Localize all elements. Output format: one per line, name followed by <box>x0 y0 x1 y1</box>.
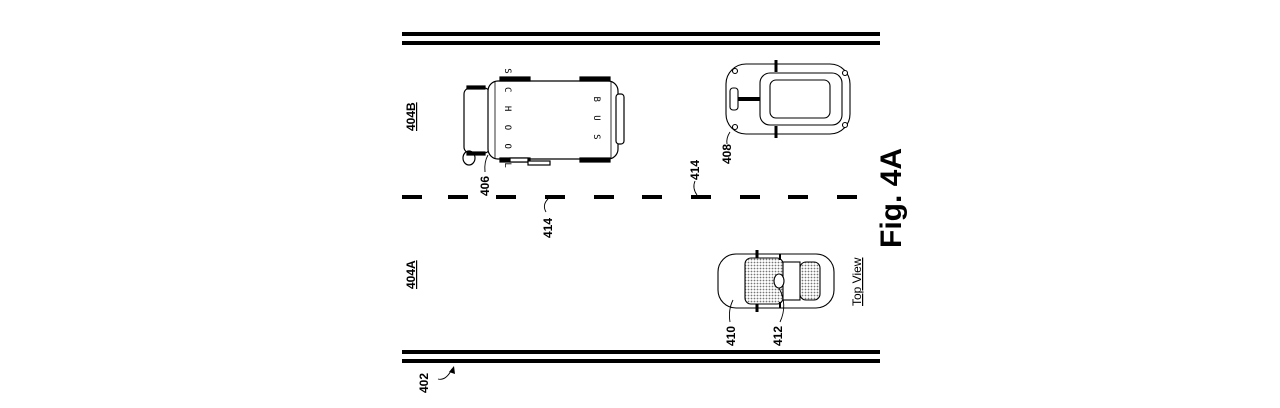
label-408: 408 <box>720 144 734 164</box>
bus-text-bus: B U S <box>591 96 601 143</box>
sensor-412 <box>773 273 785 289</box>
arrowhead-402 <box>449 366 455 374</box>
bus-text-school: S C H O O L <box>502 68 512 172</box>
figure-title: Fig. 4A <box>875 148 908 248</box>
lane-divider-dashed <box>402 195 857 199</box>
label-406: 406 <box>478 176 492 196</box>
label-412: 412 <box>771 326 785 346</box>
label-410: 410 <box>724 326 738 346</box>
school-bus <box>462 76 625 166</box>
label-414-right: 414 <box>688 160 702 180</box>
road-edge-top <box>402 32 880 45</box>
label-414-left: 414 <box>541 218 555 238</box>
view-label: Top View <box>850 257 864 306</box>
label-402: 402 <box>417 373 431 393</box>
label-404b: 404B <box>404 102 418 131</box>
label-404a: 404A <box>404 260 418 289</box>
car-upper <box>725 60 851 138</box>
road-edge-bottom <box>402 350 880 363</box>
